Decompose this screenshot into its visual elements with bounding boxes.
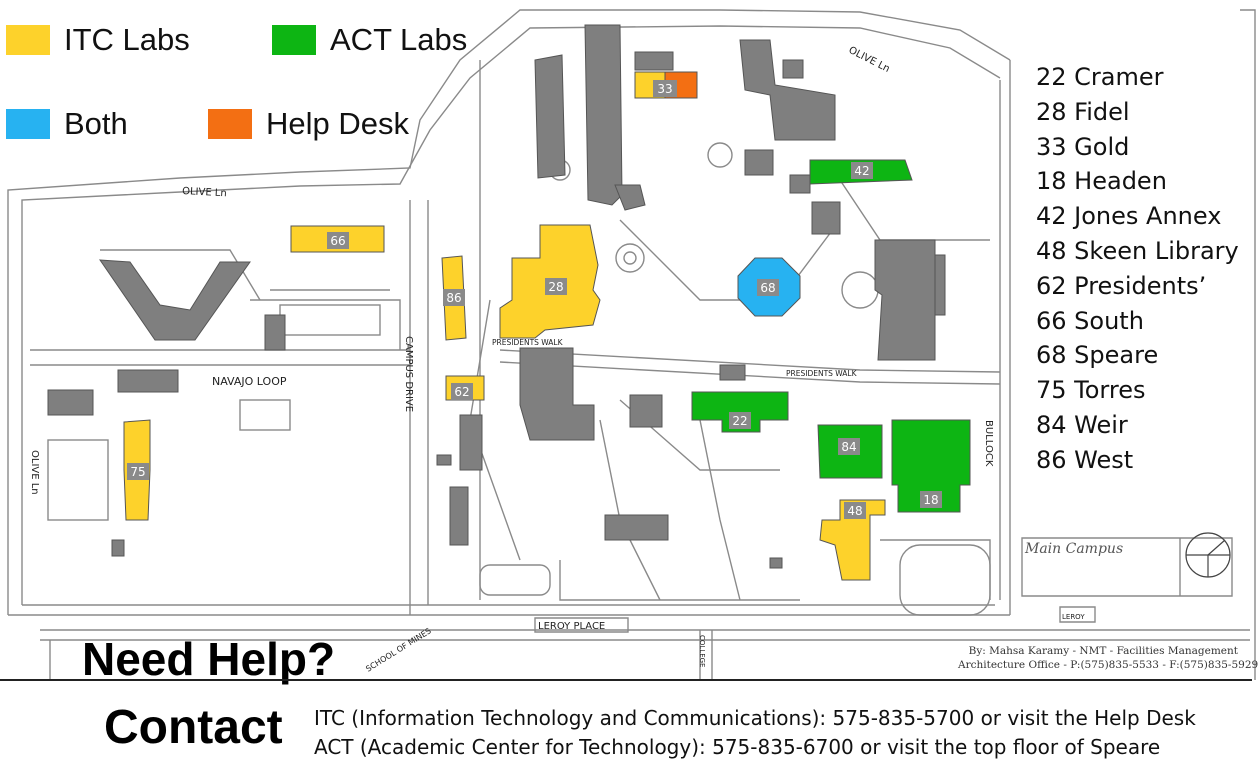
- legend-item-itc: ITC Labs: [6, 22, 190, 58]
- building-label-22: 22: [732, 414, 747, 428]
- building-18-shape[interactable]: [891, 419, 971, 513]
- building-label-68: 68: [760, 281, 775, 295]
- street-label-presidents-walk-2: PRESIDENTS WALK: [786, 369, 858, 378]
- contact-info: ITC (Information Technology and Communic…: [314, 704, 1196, 762]
- building-index-item[interactable]: 33 Gold: [1036, 132, 1130, 161]
- itc-lab-buildings: [123, 71, 886, 581]
- legend-swatch-act: [272, 25, 316, 55]
- building-label-66: 66: [330, 234, 345, 248]
- legend-item-both: Both: [6, 106, 128, 142]
- building-48-shape[interactable]: [819, 499, 886, 581]
- building-index-item[interactable]: 66 South: [1036, 306, 1144, 335]
- building-label-75: 75: [130, 465, 145, 479]
- building-label-86: 86: [446, 291, 461, 305]
- building-label-33: 33: [657, 82, 672, 96]
- contact-act-line: ACT (Academic Center for Technology): 57…: [314, 735, 1161, 759]
- street-label-school-of-mines: SCHOOL OF MINES: [364, 626, 432, 673]
- legend-label-act: ACT Labs: [330, 22, 468, 57]
- street-label-leroy: LEROY: [1062, 613, 1085, 621]
- building-index-item[interactable]: 86 West: [1036, 445, 1134, 474]
- street-label-bullock: BULLOCK: [983, 420, 994, 467]
- building-label-42: 42: [854, 164, 869, 178]
- building-index: 22 Cramer 28 Fidel 33 Gold 18 Headen 42 …: [1036, 60, 1239, 478]
- street-label-presidents-walk-1: PRESIDENTS WALK: [492, 338, 564, 347]
- legend-swatch-itc: [6, 25, 50, 55]
- legend-swatch-help: [208, 109, 252, 139]
- street-label-navajo-loop: NAVAJO LOOP: [212, 375, 287, 388]
- building-index-item[interactable]: 42 Jones Annex: [1036, 202, 1222, 231]
- street-label-olive-top: OLIVE Ln: [847, 45, 892, 75]
- street-label-olive-mid: OLIVE Ln: [182, 186, 227, 199]
- north-arrow-icon: [1185, 532, 1231, 578]
- credit-contact: Architecture Office - P:(575)835-5533 - …: [958, 659, 1259, 671]
- building-label-18: 18: [923, 493, 938, 507]
- street-label-olive-left: OLIVE Ln: [29, 450, 40, 495]
- street-labels: OLIVE Ln OLIVE Ln OLIVE Ln NAVAJO LOOP C…: [29, 45, 1123, 674]
- contact-heading: Contact: [104, 701, 283, 754]
- legend-item-act: ACT Labs: [272, 22, 467, 58]
- building-index-item[interactable]: 84 Weir: [1036, 410, 1128, 439]
- legend-item-help: Help Desk: [208, 106, 409, 142]
- contact-itc-line: ITC (Information Technology and Communic…: [314, 706, 1196, 730]
- building-index-item[interactable]: 75 Torres: [1036, 376, 1146, 405]
- street-label-leroy-place: LEROY PLACE: [538, 621, 605, 632]
- building-label-62: 62: [454, 385, 469, 399]
- divider: [0, 679, 1252, 681]
- street-label-college: COLLEGE: [698, 635, 706, 667]
- legend-label-both: Both: [64, 106, 128, 141]
- street-label-campus-drive: CAMPUS DRIVE: [403, 336, 414, 412]
- building-index-item[interactable]: 22 Cramer: [1036, 63, 1164, 91]
- building-label-28: 28: [548, 280, 563, 294]
- building-label-48: 48: [847, 504, 862, 518]
- building-index-item[interactable]: 48 Skeen Library: [1036, 236, 1239, 265]
- need-help-heading: Need Help?: [82, 633, 336, 685]
- gray-buildings: [47, 24, 946, 569]
- building-index-item[interactable]: 62 Presidents’: [1036, 271, 1207, 300]
- building-index-item[interactable]: 28 Fidel: [1036, 97, 1130, 126]
- building-index-item[interactable]: 68 Speare: [1036, 341, 1159, 370]
- map-credits: By: Mahsa Karamy - NMT - Facilities Mana…: [958, 644, 1259, 672]
- map-title-main-campus: Main Campus: [1024, 541, 1123, 557]
- credit-author: By: Mahsa Karamy - NMT - Facilities Mana…: [968, 645, 1238, 657]
- legend-swatch-both: [6, 109, 50, 139]
- building-index-item[interactable]: 18 Headen: [1036, 167, 1167, 196]
- legend-label-itc: ITC Labs: [64, 22, 190, 57]
- legend-label-help: Help Desk: [266, 106, 409, 141]
- building-label-84: 84: [841, 440, 856, 454]
- building-tags: 28 33 42 66 86 68 62 22 84 18 48 75: [127, 80, 942, 519]
